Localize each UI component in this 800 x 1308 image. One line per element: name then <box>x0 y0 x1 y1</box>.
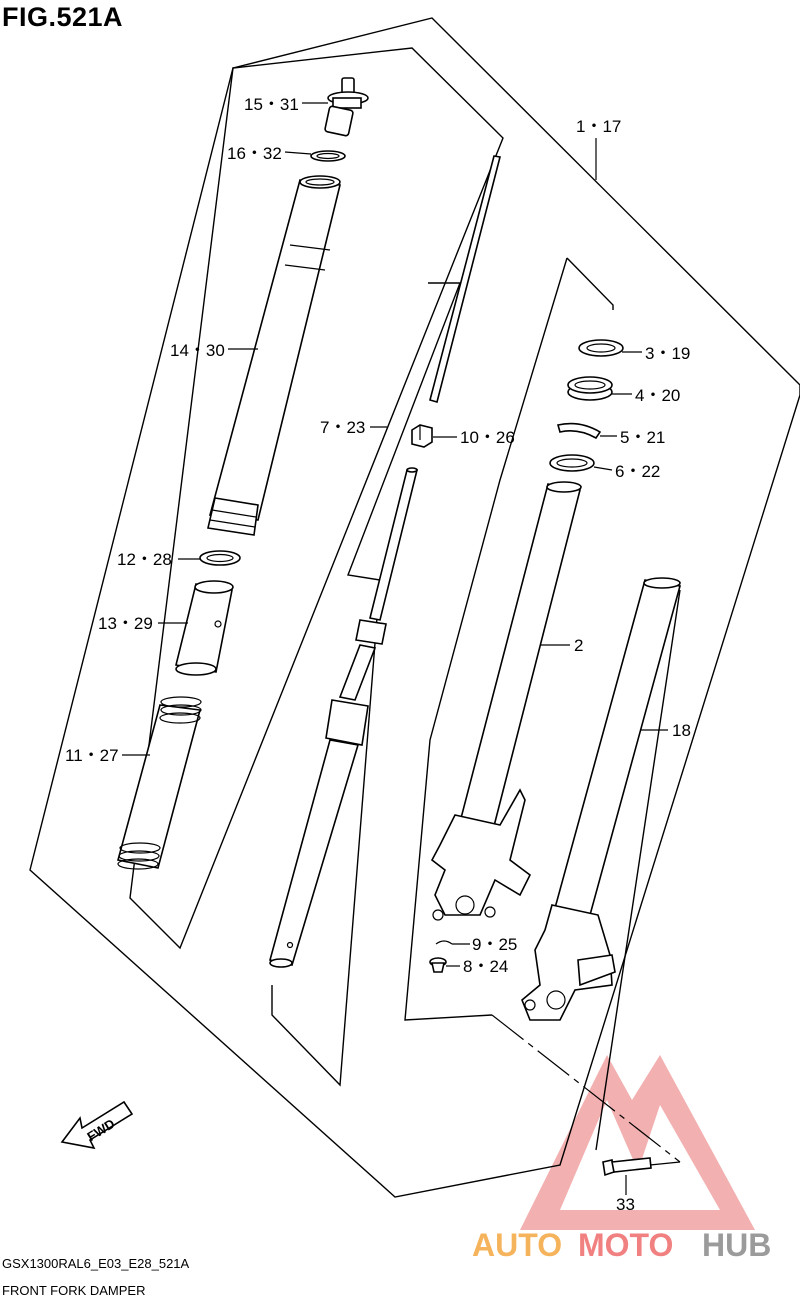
watermark-triangle-inner-2 <box>625 1105 720 1210</box>
figure-title: FIG.521A <box>2 2 124 32</box>
frame-assembly-outer-tube <box>566 257 614 310</box>
watermark-logo: AUTO MOTO HUB <box>472 1055 771 1263</box>
footer-model-code: GSX1300RAL6_E03_E28_521A <box>2 1256 190 1271</box>
label-part-3: 3・19 <box>645 344 690 363</box>
part-15-adjuster-bolt <box>324 77 369 137</box>
watermark-text-hub: HUB <box>702 1227 771 1263</box>
label-part-7: 7・23 <box>320 418 365 437</box>
watermark-triangle-inner <box>560 1100 655 1210</box>
part-12-washer <box>199 550 241 566</box>
label-part-4: 4・20 <box>635 386 680 405</box>
label-part-15: 15・31 <box>244 95 299 114</box>
part-6-bushing <box>549 454 595 472</box>
part-33-axle-pinch-bolt <box>602 1157 652 1177</box>
frame-assembly-1 <box>29 17 800 1198</box>
part-16-o-ring <box>310 150 346 162</box>
label-part-6: 6・22 <box>615 462 660 481</box>
part-16-o-ring-inner <box>316 152 340 160</box>
part-10-nut <box>411 424 433 448</box>
label-part-5: 5・21 <box>620 428 665 447</box>
label-part-14: 14・30 <box>170 341 225 360</box>
leader-lines <box>122 102 681 1195</box>
part-3-dust-seal <box>578 339 624 357</box>
part-4-oil-seal <box>567 376 613 401</box>
label-part-16: 16・32 <box>227 144 282 163</box>
part-9-gasket <box>435 940 453 945</box>
part-18-outer-tube-right <box>521 577 682 1021</box>
fwd-direction-arrow: FWD <box>60 1100 134 1150</box>
part-11-spring <box>117 696 202 870</box>
part-labels: 15・31 16・32 14・30 12・28 13・29 11・27 7・23… <box>65 95 691 1214</box>
part-7-damper-cartridge <box>269 467 419 968</box>
part-8-drain-bolt <box>429 957 447 973</box>
part-12-washer-inner <box>206 553 234 563</box>
footer-diagram-name: FRONT FORK DAMPER <box>2 1283 146 1298</box>
label-part-33: 33 <box>616 1195 635 1214</box>
watermark-text-moto: MOTO <box>578 1227 673 1263</box>
label-part-2: 2 <box>574 636 583 655</box>
frame-assembly-outer-tube-right <box>595 589 681 1151</box>
label-part-12: 12・28 <box>117 550 172 569</box>
part-14-inner-tube <box>207 175 341 536</box>
label-part-13: 13・29 <box>98 614 153 633</box>
label-part-8: 8・24 <box>463 957 508 976</box>
label-part-1: 1・17 <box>576 117 621 136</box>
frame-assembly-outer-tube-body <box>404 257 568 1021</box>
watermark-text-auto: AUTO <box>472 1227 562 1263</box>
label-part-10: 10・26 <box>460 428 515 447</box>
part-7-rod <box>429 155 501 403</box>
part-5-stopper-ring <box>556 422 602 440</box>
label-part-9: 9・25 <box>472 935 517 954</box>
label-part-11: 11・27 <box>65 746 119 765</box>
label-part-18: 18 <box>672 721 691 740</box>
part-13-spacer <box>175 580 234 676</box>
part-2-outer-tube-left <box>430 481 582 921</box>
